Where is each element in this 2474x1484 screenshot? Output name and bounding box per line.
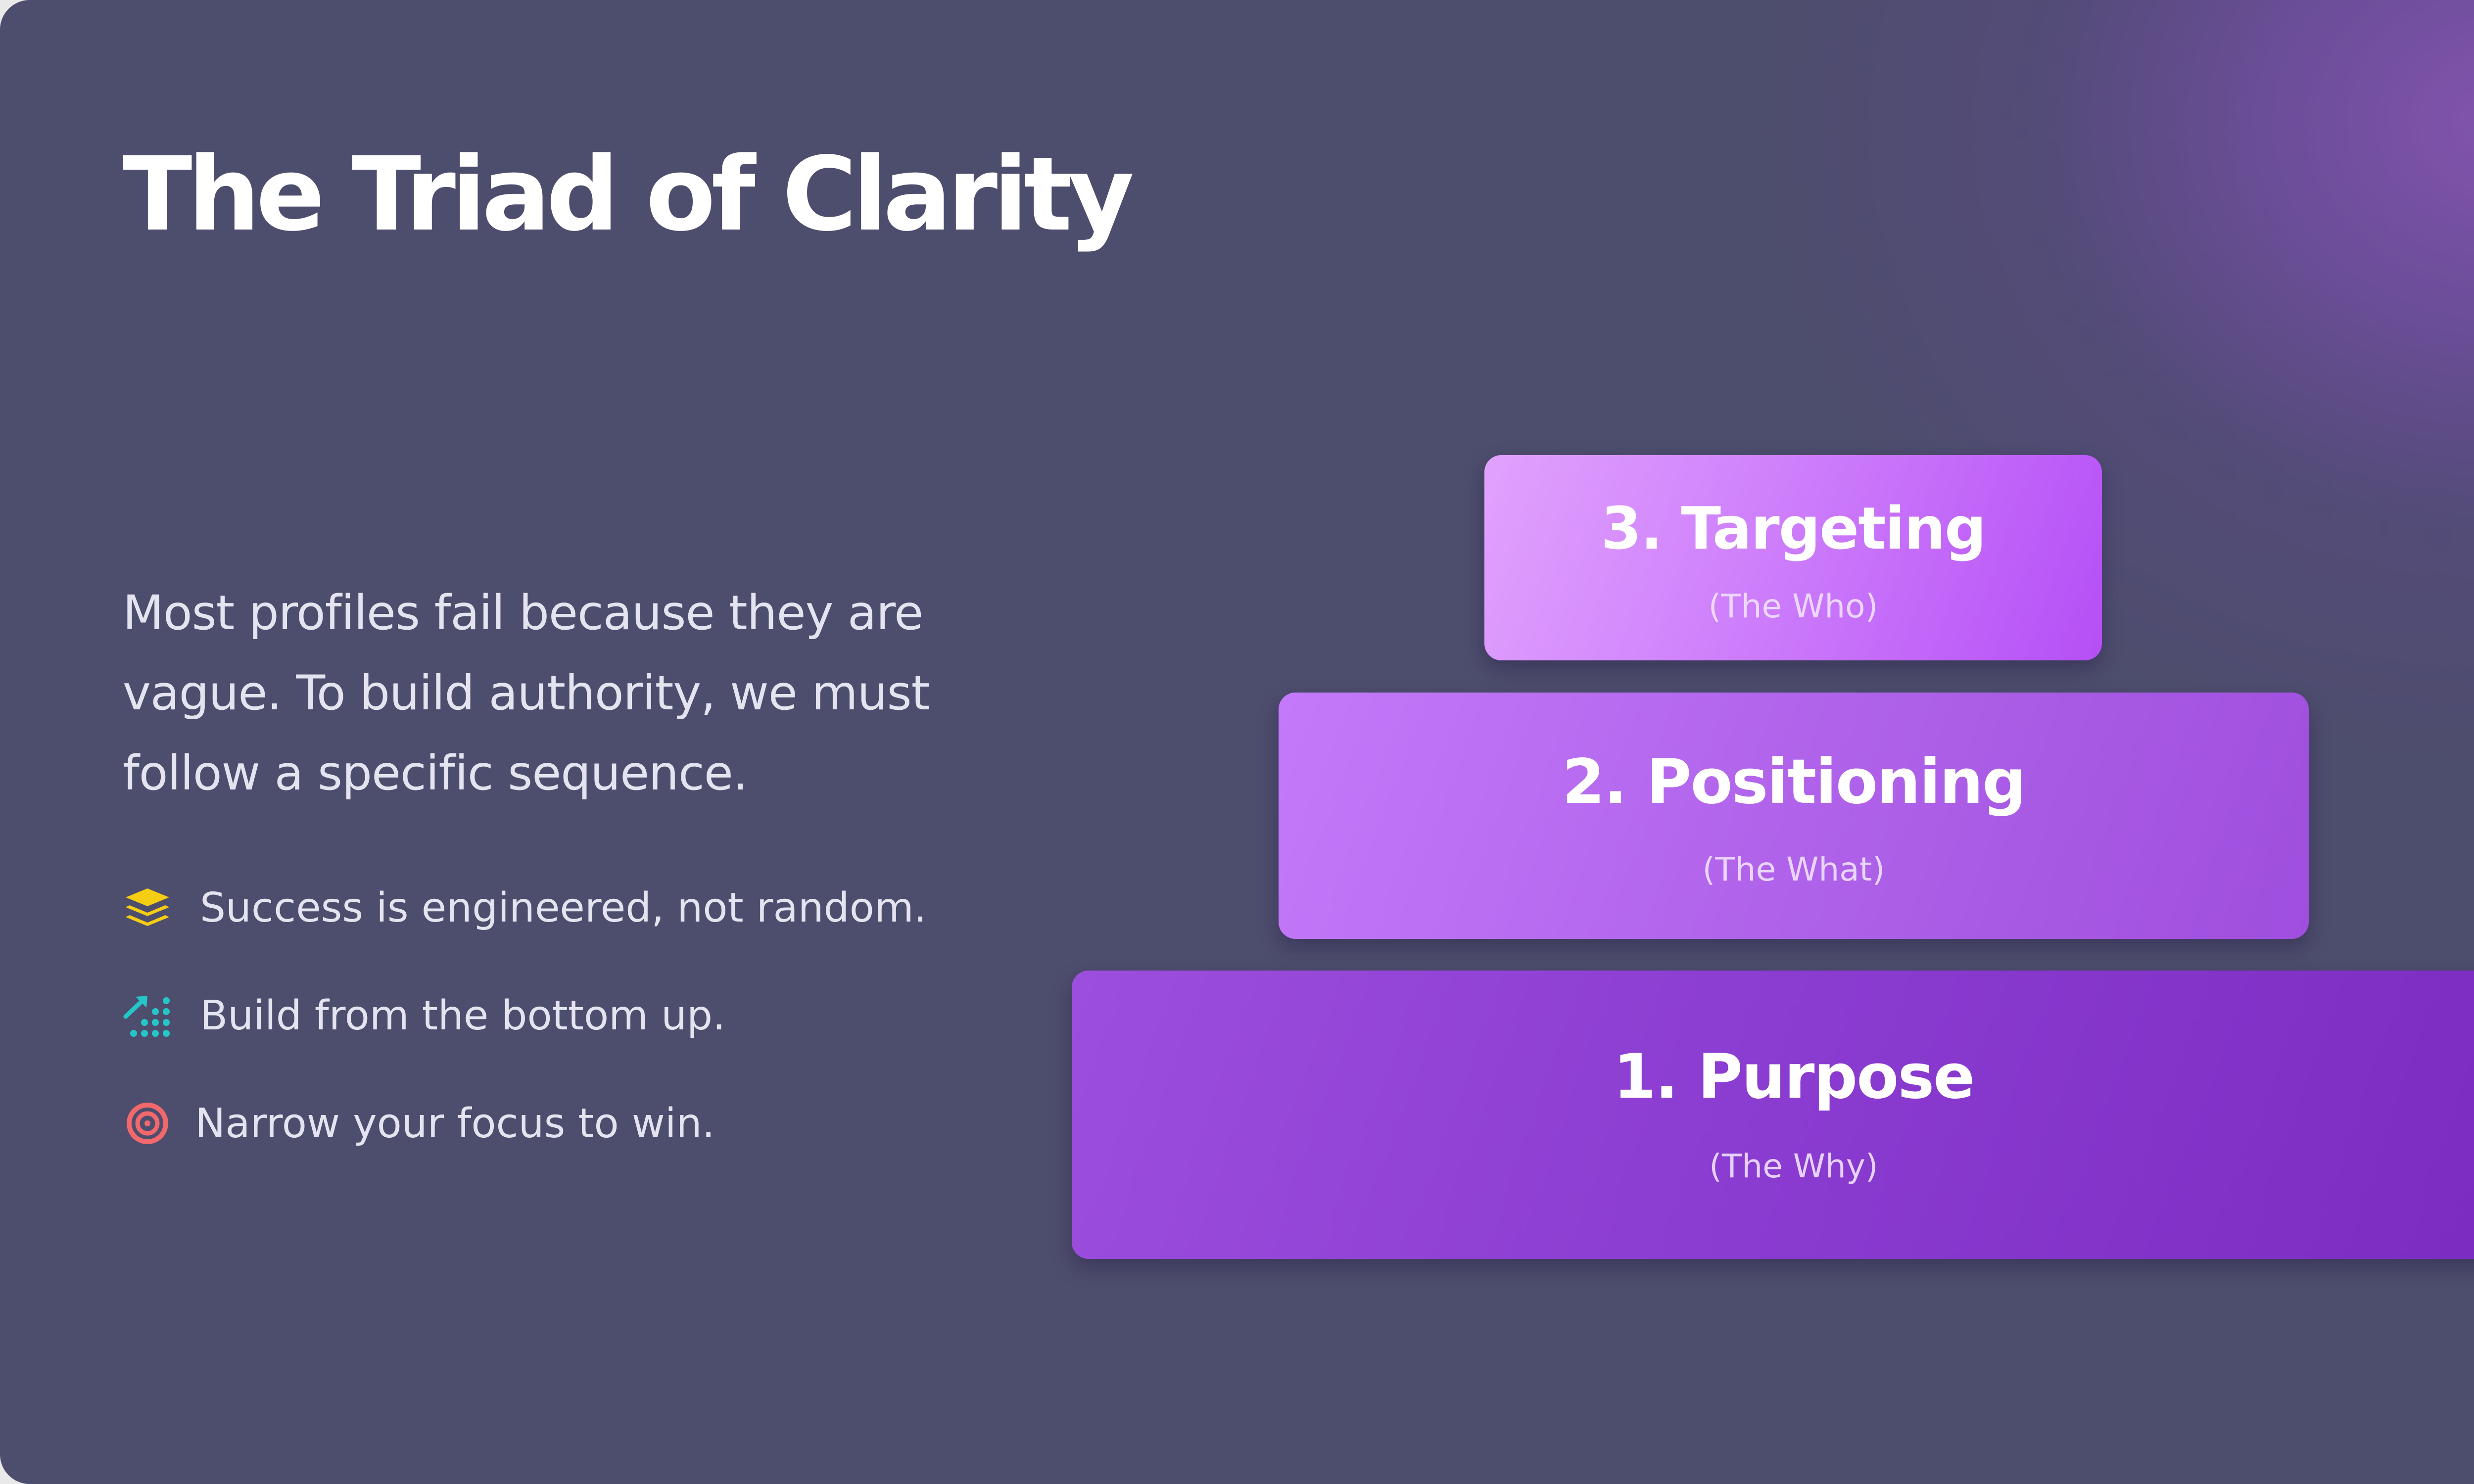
bullet-item: Success is engineered, not random. bbox=[123, 876, 927, 940]
tier-subtitle: (The What) bbox=[1702, 850, 1885, 888]
bullet-text: Narrow your focus to win. bbox=[195, 1100, 715, 1147]
tier-subtitle: (The Who) bbox=[1708, 587, 1878, 625]
pyramid-tier-positioning: 2. Positioning (The What) bbox=[1279, 693, 2309, 939]
bullet-text: Success is engineered, not random. bbox=[200, 884, 927, 931]
growth-arrow-dots-icon bbox=[123, 991, 172, 1040]
bullet-item: Narrow your focus to win. bbox=[123, 1091, 927, 1156]
bullet-list: Success is engineered, not random. bbox=[123, 876, 927, 1199]
intro-paragraph: Most profiles fail because they are vagu… bbox=[123, 585, 930, 801]
tier-title: 2. Positioning bbox=[1562, 746, 2026, 818]
tier-title: 1. Purpose bbox=[1613, 1041, 1975, 1113]
tier-title: 3. Targeting bbox=[1601, 494, 1987, 562]
pyramid-tier-targeting: 3. Targeting (The Who) bbox=[1484, 455, 2102, 660]
bullet-item: Build from the bottom up. bbox=[123, 983, 927, 1048]
layers-icon bbox=[123, 883, 172, 932]
target-icon bbox=[123, 1099, 172, 1148]
tier-subtitle: (The Why) bbox=[1709, 1147, 1878, 1185]
bullet-text: Build from the bottom up. bbox=[200, 992, 726, 1039]
slide-title: The Triad of Clarity bbox=[123, 135, 1135, 254]
pyramid-tier-purpose: 1. Purpose (The Why) bbox=[1072, 971, 2474, 1259]
